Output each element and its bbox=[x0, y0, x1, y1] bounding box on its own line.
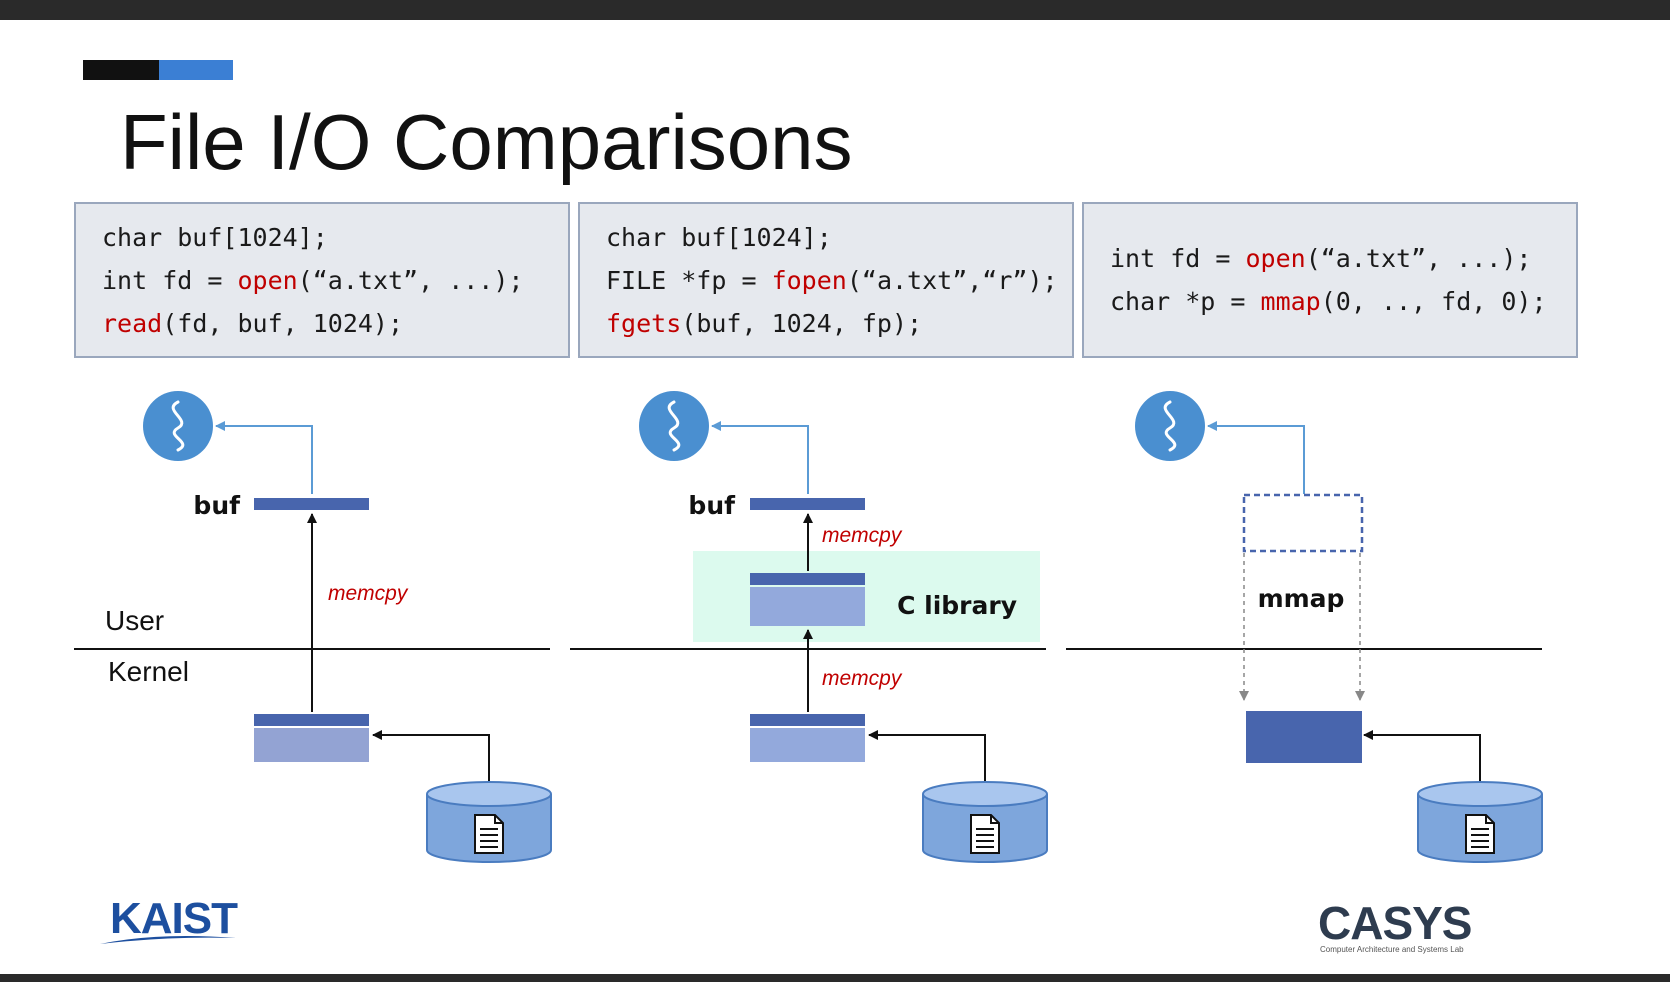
code-text: (“a.txt”, ...); bbox=[1305, 244, 1532, 273]
code-text: (buf, 1024, fp); bbox=[681, 308, 923, 338]
code-text: (“a.txt”, ...); bbox=[297, 265, 524, 295]
kaist-swoosh-icon bbox=[100, 936, 236, 944]
user-buf-2 bbox=[750, 498, 865, 510]
user-label: User bbox=[105, 605, 164, 636]
code-line: read(fd, buf, 1024); bbox=[102, 302, 568, 345]
return-arrow-1 bbox=[215, 421, 313, 494]
c-library-buffer bbox=[750, 587, 865, 626]
page-cache-1 bbox=[254, 728, 369, 762]
document-icon bbox=[1465, 814, 1495, 854]
disk-arrow-1 bbox=[372, 730, 490, 792]
memcpy-label-1: memcpy bbox=[328, 582, 409, 605]
code-line: int fd = open(“a.txt”, ...); bbox=[102, 259, 568, 302]
page-cache-top-1 bbox=[254, 714, 369, 726]
code-line: FILE *fp = fopen(“a.txt”,“r”); bbox=[606, 259, 1072, 302]
mmap-label: mmap bbox=[1258, 584, 1345, 613]
code-function-name: read bbox=[102, 308, 163, 338]
kaist-logo: KAIST bbox=[110, 894, 238, 943]
code-line: char buf[1024]; bbox=[606, 216, 1072, 259]
code-text: (0, .., fd, 0); bbox=[1320, 287, 1547, 316]
code-text: FILE *fp = bbox=[606, 265, 772, 295]
casys-logo: CASYS bbox=[1318, 897, 1472, 949]
thread-icon bbox=[637, 389, 711, 463]
code-text: int fd = bbox=[1110, 244, 1246, 273]
code-text: char buf[1024]; bbox=[606, 222, 832, 252]
thread-icon bbox=[141, 389, 215, 463]
code-panel-mmap: int fd = open(“a.txt”, ...);char *p = mm… bbox=[1082, 202, 1578, 358]
buf-label-1: buf bbox=[193, 491, 241, 520]
slide-title: File I/O Comparisons bbox=[120, 98, 853, 186]
c-library-label: C library bbox=[897, 591, 1017, 620]
page-cache-top-2 bbox=[750, 714, 865, 726]
disk-arrow-3 bbox=[1363, 730, 1481, 792]
code-text: (fd, buf, 1024); bbox=[162, 308, 404, 338]
code-panel-read: char buf[1024]; int fd = open(“a.txt”, ..… bbox=[74, 202, 570, 358]
code-function-name: mmap bbox=[1260, 287, 1321, 316]
code-text: (“a.txt”,“r”); bbox=[846, 265, 1058, 295]
code-function-name: fopen bbox=[771, 265, 847, 295]
code-function-name: open bbox=[237, 265, 298, 295]
code-line: char buf[1024]; bbox=[102, 216, 568, 259]
title-accent-black bbox=[83, 60, 159, 80]
page-cache-2 bbox=[750, 728, 865, 762]
return-arrow-3 bbox=[1207, 421, 1305, 494]
code-text: int fd = bbox=[102, 265, 238, 295]
document-icon bbox=[474, 814, 504, 854]
code-function-name: open bbox=[1245, 244, 1306, 273]
thread-icon bbox=[1133, 389, 1207, 463]
user-buf-1 bbox=[254, 498, 369, 510]
top-bar bbox=[0, 0, 1670, 20]
document-icon bbox=[970, 814, 1000, 854]
code-text: char *p = bbox=[1110, 287, 1261, 316]
code-text: char buf[1024]; bbox=[102, 222, 328, 252]
kernel-label: Kernel bbox=[108, 656, 189, 687]
title-accent-blue bbox=[159, 60, 233, 80]
disk-arrow-2 bbox=[868, 730, 986, 792]
mapped-region bbox=[1242, 493, 1364, 553]
memcpy-label-2a: memcpy bbox=[822, 524, 903, 547]
memcpy-label-2b: memcpy bbox=[822, 667, 903, 690]
bottom-bar bbox=[0, 974, 1670, 982]
code-function-name: fgets bbox=[606, 308, 682, 338]
code-line: char *p = mmap(0, .., fd, 0); bbox=[1110, 280, 1576, 323]
c-library-buffer-top bbox=[750, 573, 865, 585]
page-cache-3 bbox=[1246, 711, 1362, 763]
return-arrow-2 bbox=[711, 421, 809, 494]
code-line: fgets(buf, 1024, fp); bbox=[606, 302, 1072, 345]
buf-label-2: buf bbox=[688, 491, 736, 520]
code-line: int fd = open(“a.txt”, ...); bbox=[1110, 237, 1576, 280]
casys-subtitle: Computer Architecture and Systems Lab bbox=[1320, 945, 1464, 954]
code-panel-fgets: char buf[1024]; FILE *fp = fopen(“a.txt”,… bbox=[578, 202, 1074, 358]
